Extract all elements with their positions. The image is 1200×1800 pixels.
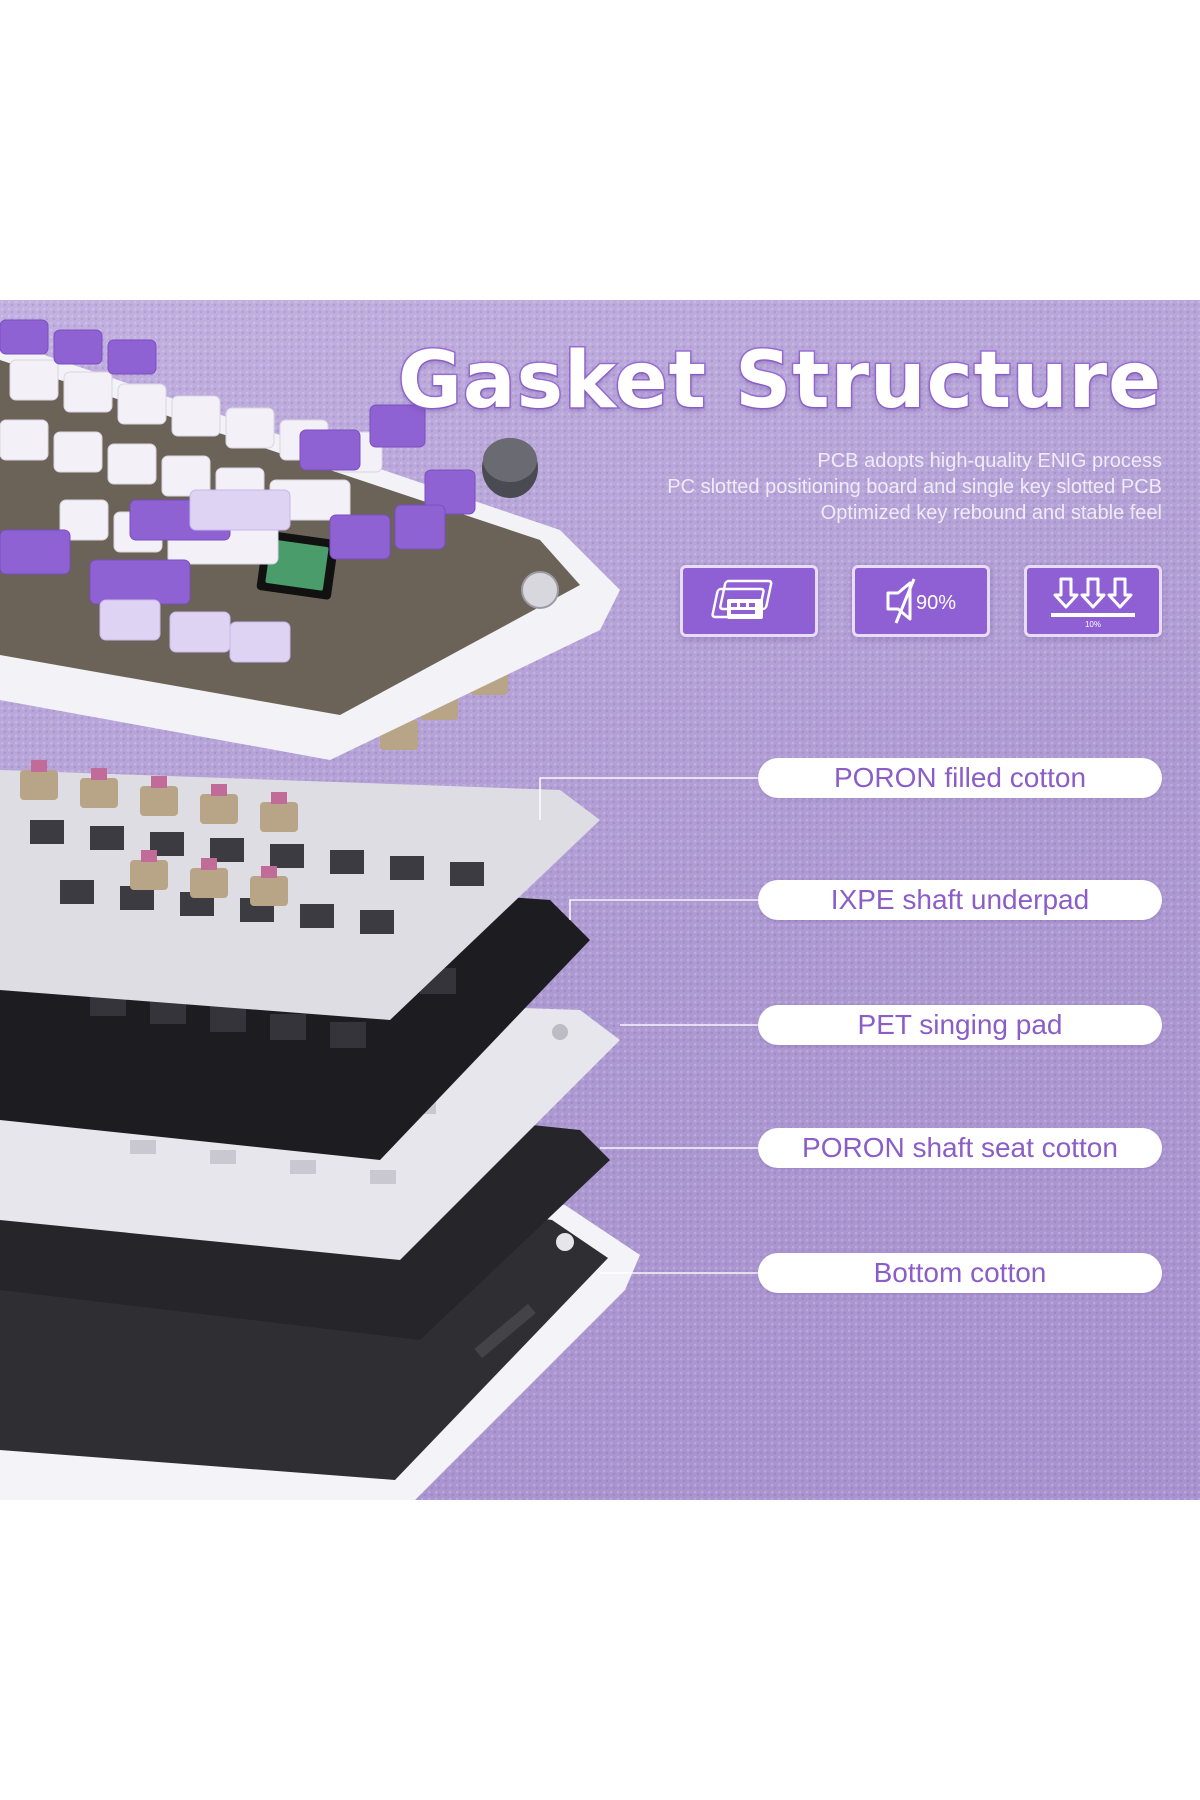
feature-icon-row: 90% 10%	[680, 565, 1162, 637]
layer-label-poron-filled: PORON filled cotton	[758, 758, 1162, 798]
layer-label-bottom-cotton: Bottom cotton	[758, 1253, 1162, 1293]
banner-title: Gasket Structure	[396, 335, 1162, 428]
feature-description: PCB adopts high-quality ENIG process PC …	[522, 448, 1162, 526]
keycaps	[0, 319, 538, 663]
leader-lines	[539, 777, 758, 1274]
layer-label-pet-pad: PET singing pad	[758, 1005, 1162, 1045]
pcb-layers-icon	[680, 565, 818, 637]
product-banner: Gasket Structure PCB adopts high-quality…	[0, 300, 1200, 1500]
description-line: Optimized key rebound and stable feel	[820, 502, 1162, 524]
description-line: PC slotted positioning board and single …	[667, 476, 1162, 498]
rebound-percent: 10%	[1085, 620, 1101, 629]
dampening-percent: 90%	[916, 592, 956, 614]
key-rebound-icon: 10%	[1024, 565, 1162, 637]
sound-dampening-icon: 90%	[852, 565, 990, 637]
layer-label-ixpe-underpad: IXPE shaft underpad	[758, 880, 1162, 920]
keyboard-exploded-view	[0, 319, 758, 1500]
description-line: PCB adopts high-quality ENIG process	[817, 450, 1162, 472]
layer-label-poron-shaft-seat: PORON shaft seat cotton	[758, 1128, 1162, 1168]
poron-filled-layer	[0, 770, 600, 1020]
